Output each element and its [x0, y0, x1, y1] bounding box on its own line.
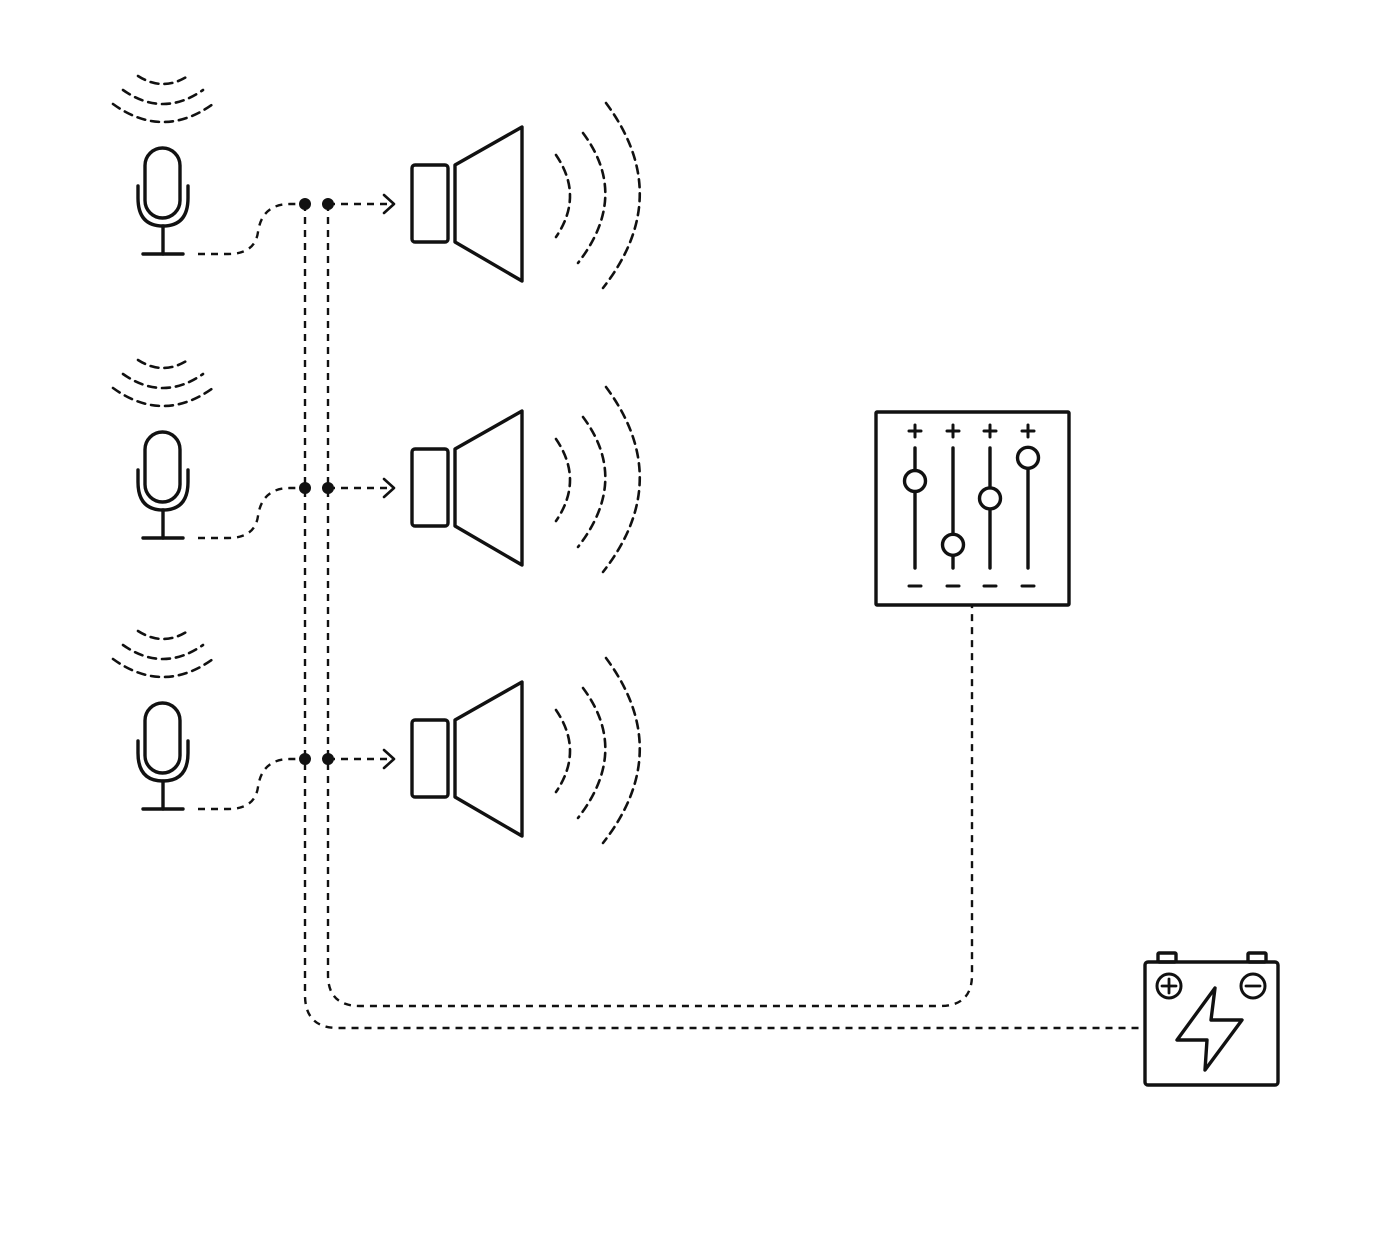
fader-1: [902, 423, 928, 588]
microphone-icon: [111, 629, 215, 811]
fader-knob: [977, 486, 1003, 511]
mixer-frame: [874, 410, 1071, 607]
mixer-sliders-icon: [874, 410, 1071, 607]
mixer-bus-line: [326, 204, 974, 1008]
speaker-icon: [410, 101, 641, 290]
arrow-head: [382, 477, 396, 499]
channel-1: [111, 74, 641, 290]
battery-icon: [1143, 951, 1280, 1087]
fader-2: [940, 423, 966, 588]
fader-3: [977, 423, 1003, 588]
channel-3: [111, 629, 641, 845]
mic-to-bus-wire: [198, 757, 305, 811]
negative-terminal-icon: [1239, 972, 1267, 1000]
microphone-icon: [111, 358, 215, 540]
speaker-icon: [410, 385, 641, 574]
fader-4: [1015, 423, 1041, 588]
junction-dot: [299, 198, 311, 210]
speaker-icon: [410, 656, 641, 845]
lightning-bolt-icon: [1175, 986, 1244, 1072]
junction-dot: [299, 753, 311, 765]
junction-dot: [299, 482, 311, 494]
mic-to-bus-wire: [198, 486, 305, 540]
junction-dot: [322, 482, 334, 494]
bus-lines: [303, 204, 1145, 1030]
junction-dot: [322, 753, 334, 765]
fader-knob: [1015, 445, 1041, 470]
mixer-faders: [902, 423, 1041, 588]
positive-terminal-icon: [1155, 972, 1183, 1000]
arrow-head: [382, 748, 396, 770]
fader-knob: [902, 468, 928, 494]
microphone-icon: [111, 74, 215, 256]
mic-to-bus-wire: [198, 202, 305, 256]
fader-knob: [940, 532, 966, 557]
junction-dot: [322, 198, 334, 210]
power-bus-line: [303, 204, 1145, 1030]
channel-2: [111, 358, 641, 574]
arrow-head: [382, 193, 396, 215]
